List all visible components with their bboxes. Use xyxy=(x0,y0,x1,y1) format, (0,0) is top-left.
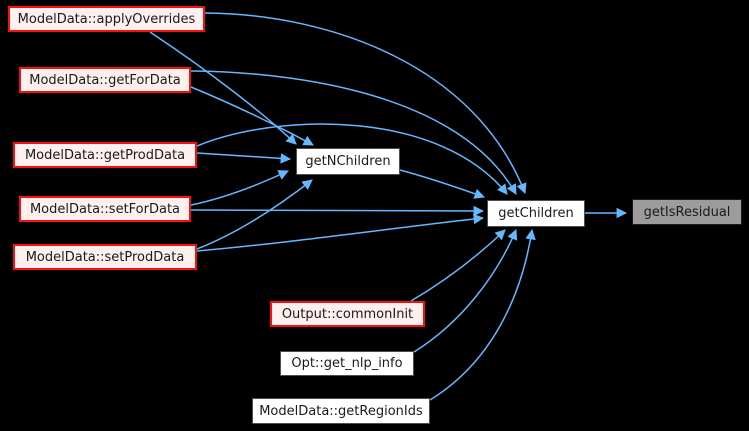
edge-getProdData-to-getNChildren xyxy=(196,152,292,164)
node-setForData[interactable]: ModelData::setForData xyxy=(19,196,191,222)
node-getRegionIds[interactable]: ModelData::getRegionIds xyxy=(252,398,430,424)
edge-applyOverrides-to-getChildren xyxy=(204,12,527,194)
edge-setProdData-to-getNChildren xyxy=(196,179,313,250)
edge-getProdData-to-getChildren xyxy=(196,123,508,195)
edge-get_nlp_info-to-getChildren xyxy=(413,229,518,353)
node-getChildren[interactable]: getChildren xyxy=(487,200,585,227)
node-applyOverrides[interactable]: ModelData::applyOverrides xyxy=(8,6,205,32)
node-getProdData[interactable]: ModelData::getProdData xyxy=(13,142,197,168)
node-commonInit[interactable]: Output::commonInit xyxy=(270,301,425,327)
edge-commonInit-to-getChildren xyxy=(410,229,506,302)
node-get-nlp-info[interactable]: Opt::get_nlp_info xyxy=(280,351,414,376)
edge-applyOverrides-to-getNChildren xyxy=(149,31,297,145)
edge-getForData-to-getChildren xyxy=(190,70,517,195)
edge-setForData-to-getNChildren xyxy=(190,170,289,206)
edge-setForData-to-getChildren xyxy=(190,205,485,217)
node-getForData[interactable]: ModelData::getForData xyxy=(19,67,191,93)
edge-getNChildren-to-getChildren xyxy=(399,169,485,199)
node-setProdData[interactable]: ModelData::setProdData xyxy=(13,244,197,270)
edge-getForData-to-getNChildren xyxy=(190,86,314,146)
node-getNChildren[interactable]: getNChildren xyxy=(296,148,400,175)
edge-setProdData-to-getChildren xyxy=(196,213,485,252)
edge-getRegionIds-to-getChildren xyxy=(429,228,536,401)
node-getIsResidual: getIsResidual xyxy=(632,199,742,225)
